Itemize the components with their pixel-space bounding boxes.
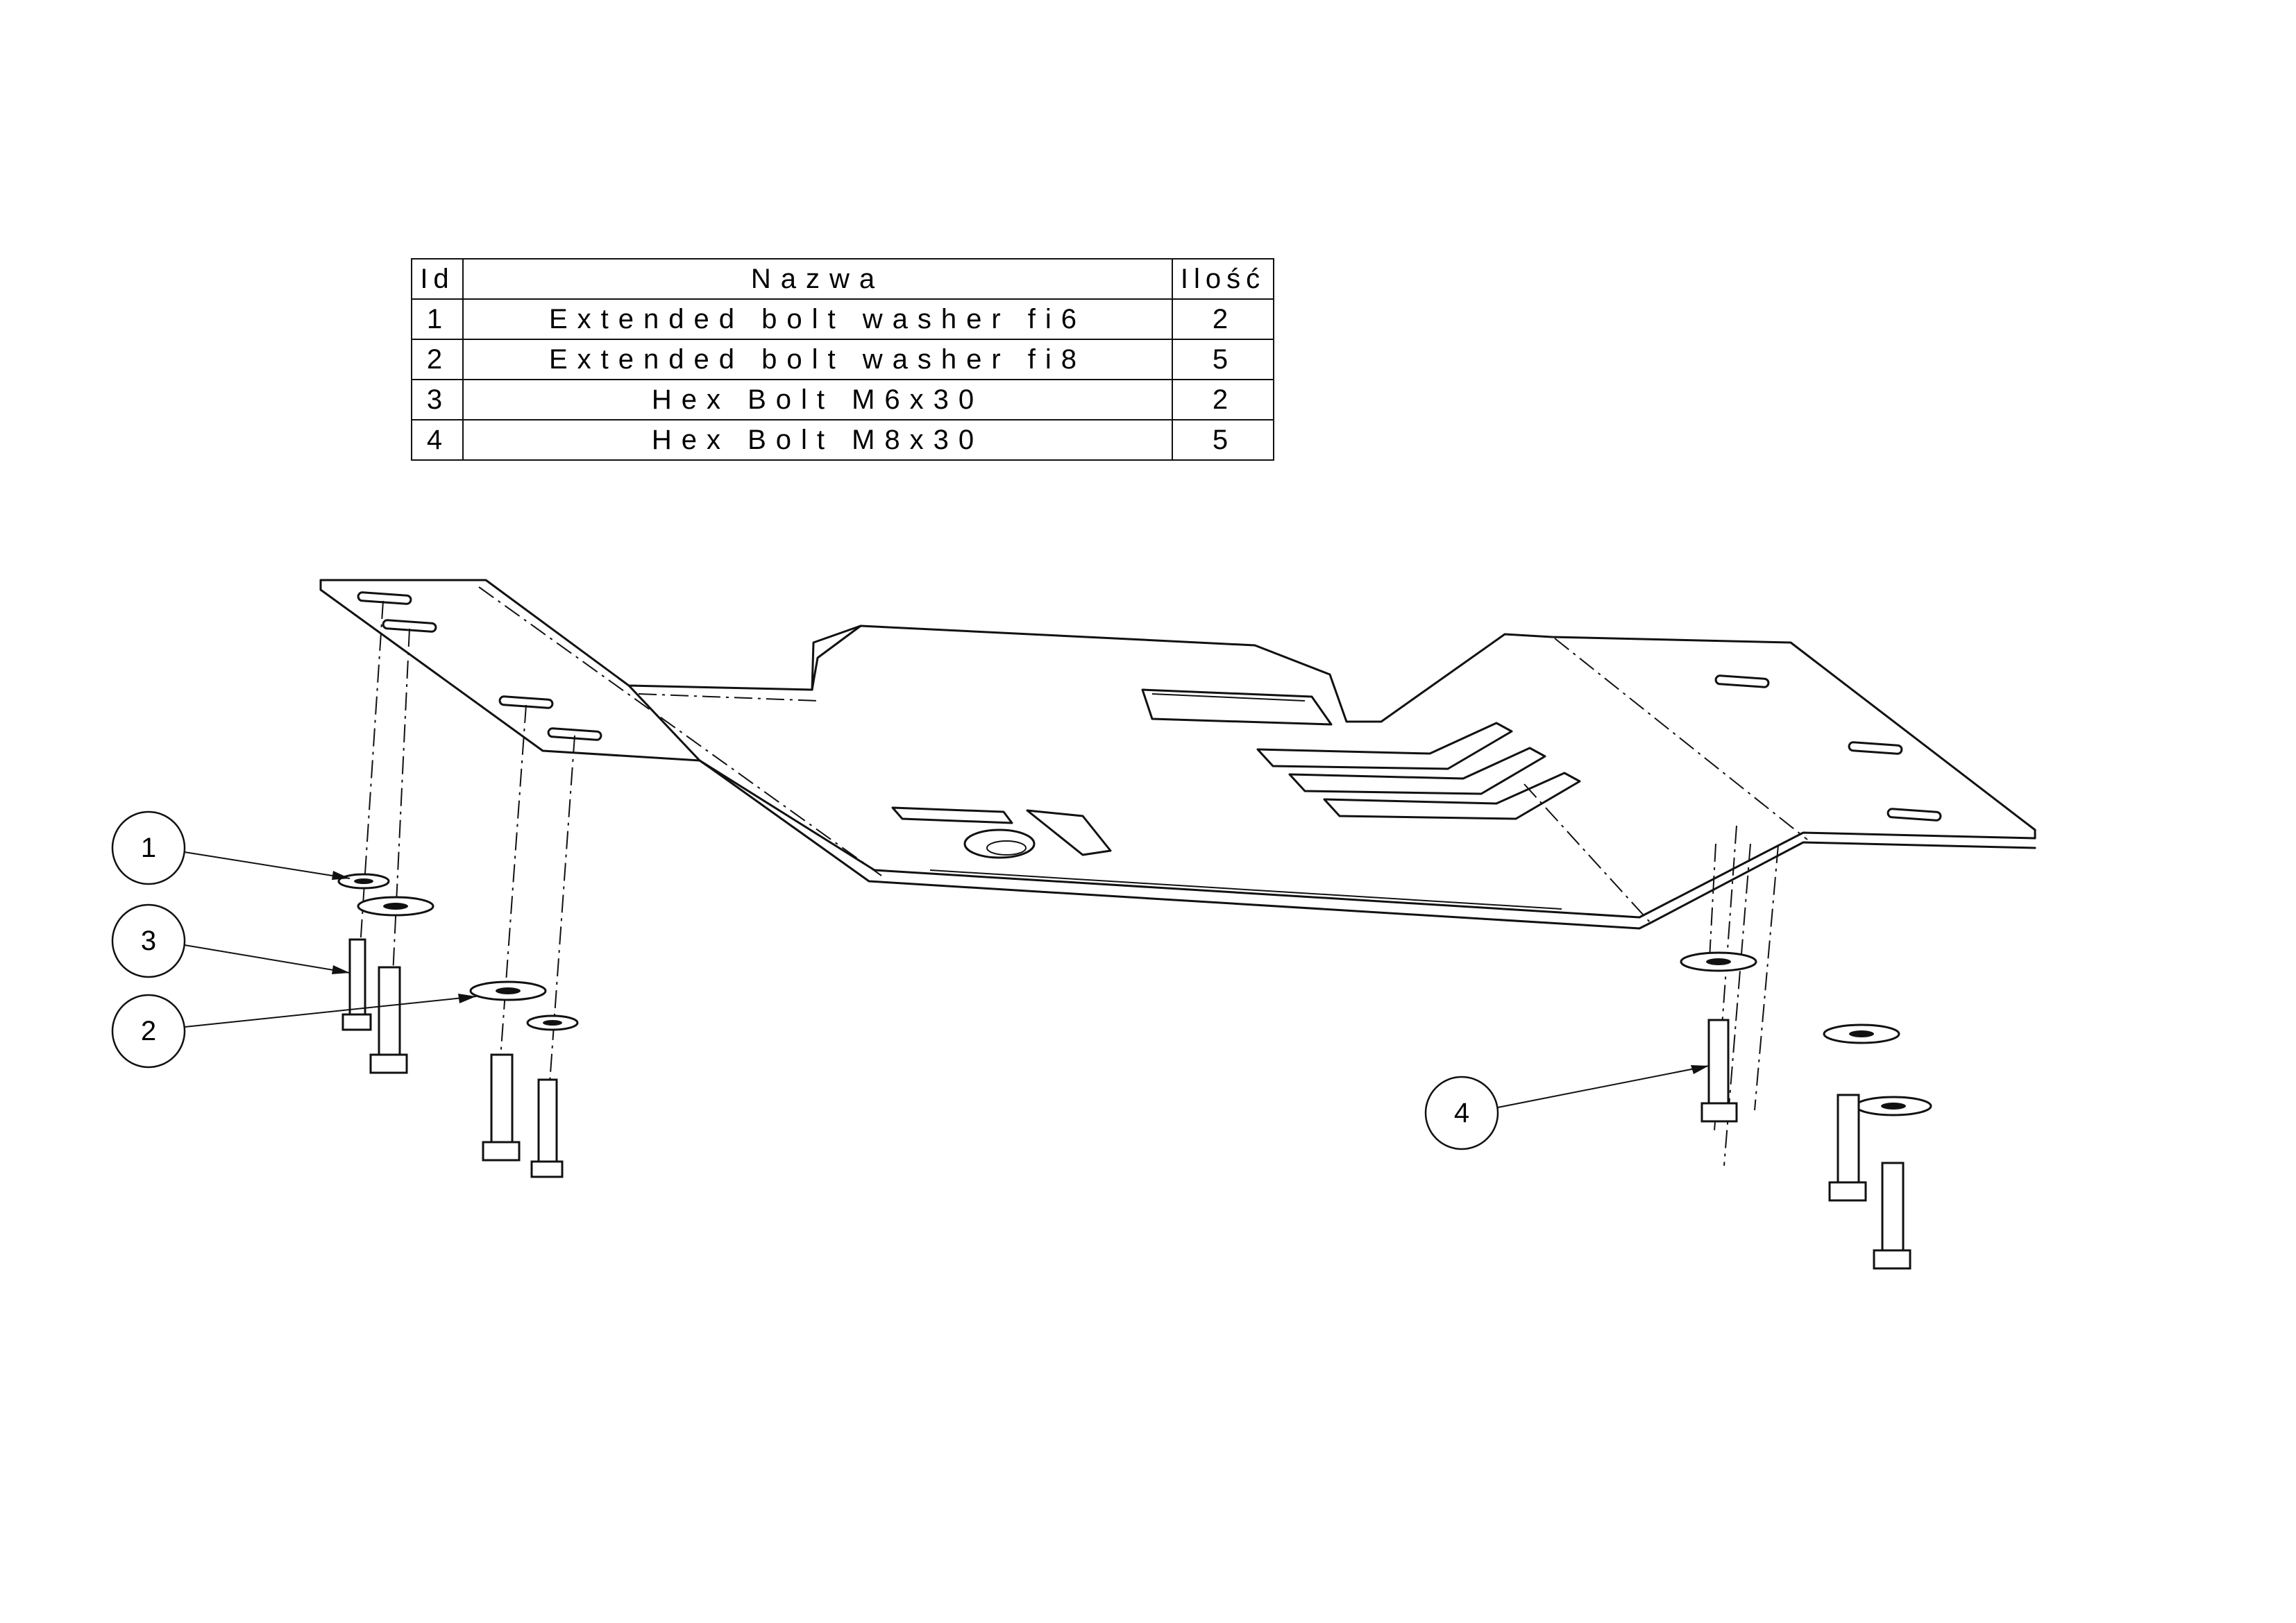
row-qty: 2 <box>1172 298 1274 340</box>
hex-bolt-m6 <box>341 938 372 1031</box>
logo-emboss <box>891 806 1013 824</box>
washer-fi8 <box>1823 1023 1900 1044</box>
hex-bolt-m8 <box>1700 1019 1738 1123</box>
hex-bolt-m8 <box>1873 1162 1911 1270</box>
header-name: Nazwa <box>462 258 1173 300</box>
front-edge <box>698 759 2036 930</box>
table-row: 3 Hex Bolt M6x30 2 <box>411 379 1274 420</box>
vent-louvre-2 <box>1288 747 1546 795</box>
row-name: Hex Bolt M8x30 <box>462 419 1173 461</box>
washer-fi8 <box>357 896 434 917</box>
tab-slot <box>1141 688 1333 726</box>
washer-fi8 <box>1680 951 1757 972</box>
balloon-label: 2 <box>141 1016 156 1046</box>
bend-line-left <box>478 586 882 876</box>
balloon-label: 3 <box>141 926 156 956</box>
balloon-label: 4 <box>1454 1098 1469 1128</box>
row-name: Extended bolt washer fi6 <box>462 298 1173 340</box>
parts-list-table: Id Nazwa Ilość 1 Extended bolt washer fi… <box>411 258 1274 461</box>
assembly-axes <box>355 600 1779 1180</box>
row-qty: 5 <box>1172 339 1274 380</box>
balloon-1: 1 <box>111 810 351 885</box>
balloon-4: 4 <box>1424 1065 1710 1150</box>
table-row: 4 Hex Bolt M8x30 5 <box>411 419 1274 461</box>
row-qty: 5 <box>1172 419 1274 461</box>
row-name: Extended bolt washer fi8 <box>462 339 1173 380</box>
left-wing-slots <box>357 591 602 741</box>
balloon-label: 1 <box>141 833 156 863</box>
balloon-3: 3 <box>111 903 351 978</box>
bend-line-right <box>1554 638 1808 840</box>
row-id: 4 <box>411 419 464 461</box>
row-id: 2 <box>411 339 464 380</box>
washers <box>337 873 1932 1116</box>
row-id: 1 <box>411 298 464 340</box>
rear-tab <box>811 624 862 691</box>
vent-louvre-1 <box>1256 722 1513 770</box>
row-name: Hex Bolt M6x30 <box>462 379 1173 420</box>
row-qty: 2 <box>1172 379 1274 420</box>
header-id: Id <box>411 258 464 300</box>
washer-fi6 <box>337 873 390 890</box>
front-edge-inner <box>929 869 1562 910</box>
hex-bolt-m8 <box>482 1053 521 1162</box>
balloon-2: 2 <box>111 994 477 1069</box>
hex-bolt-m8 <box>1828 1094 1867 1202</box>
balloon-callouts: 1 3 2 4 <box>111 810 1710 1150</box>
washer-fi8 <box>1855 1096 1932 1116</box>
skid-plate <box>319 579 2036 930</box>
vent-louvre-3 <box>1323 772 1581 820</box>
hex-bolt-m8 <box>369 966 408 1074</box>
table-row: 1 Extended bolt washer fi6 2 <box>411 298 1274 340</box>
bolts <box>341 938 1911 1270</box>
hex-bolt-m6 <box>530 1078 564 1178</box>
table-header-row: Id Nazwa Ilość <box>411 258 1274 300</box>
row-id: 3 <box>411 379 464 420</box>
right-wing-slots <box>1714 674 1942 822</box>
washer-fi8 <box>469 980 547 1001</box>
table-row: 2 Extended bolt washer fi8 5 <box>411 339 1274 380</box>
left-wing-edge <box>319 579 701 762</box>
skid-plate-outline <box>319 579 2036 919</box>
washer-fi6 <box>526 1014 579 1031</box>
header-qty: Ilość <box>1172 258 1274 300</box>
